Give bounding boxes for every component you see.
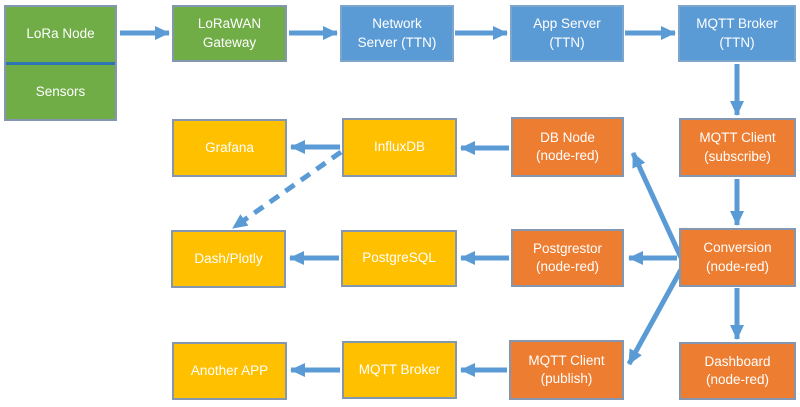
node-label: Sensors: [35, 83, 86, 99]
node-mqtt-broker: MQTT Broker: [342, 341, 457, 399]
node-db-node: DB Node (node-red): [511, 117, 624, 177]
edge-conversion-to-db-node: [630, 151, 686, 264]
node-label: MQTT Client (subscribe): [699, 130, 776, 164]
node-label: PostgreSQL: [362, 250, 436, 266]
node-grafana: Grafana: [172, 119, 287, 177]
node-mqtt-broker-ttn: MQTT Broker (TTN): [678, 5, 796, 62]
node-label: MQTT Broker (TTN): [696, 16, 778, 50]
node-label: Another APP: [190, 362, 269, 378]
node-conversion: Conversion (node-red): [679, 228, 796, 287]
node-dash-plotly: Dash/Plotly: [171, 230, 286, 288]
node-label: MQTT Broker: [358, 361, 441, 377]
node-label: DB Node (node-red): [535, 129, 600, 163]
node-postgresql: PostgreSQL: [341, 230, 457, 287]
node-postgrestor: Postgrestor (node-red): [511, 229, 624, 287]
node-lorawan-gateway: LoRaWAN Gateway: [172, 5, 287, 62]
node-sensors: Sensors: [6, 65, 115, 120]
node-label: Network Server (TTN): [357, 16, 437, 50]
node-label: LoRaWAN Gateway: [197, 16, 262, 50]
node-label: Dashboard (node-red): [704, 353, 771, 387]
node-lora-node: LoRa Node: [6, 7, 115, 62]
node-label: MQTT Client (publish): [528, 352, 605, 386]
node-label: Dash/Plotly: [194, 250, 263, 266]
node-influxdb: InfluxDB: [342, 118, 457, 177]
node-label: InfluxDB: [373, 139, 426, 155]
node-app-server-ttn: App Server (TTN): [510, 5, 624, 62]
node-label: Grafana: [205, 139, 254, 155]
node-network-server-ttn: Network Server (TTN): [340, 5, 454, 62]
edge-conversion-to-publish: [626, 264, 686, 366]
node-label: Postgrestor (node-red): [532, 240, 603, 274]
node-mqtt-client-subscribe: MQTT Client (subscribe): [679, 118, 796, 177]
node-label: App Server (TTN): [533, 16, 601, 50]
edge-influxdb-to-dash-plotly-dashed: [231, 149, 343, 231]
node-dashboard: Dashboard (node-red): [679, 342, 796, 400]
node-mqtt-client-publish: MQTT Client (publish): [509, 340, 624, 400]
lora-sensors-divider: [6, 61, 115, 65]
node-label: LoRa Node: [26, 26, 95, 42]
node-label: Conversion (node-red): [703, 240, 772, 274]
node-another-app: Another APP: [172, 342, 287, 400]
node-lora-node-sensors: LoRa Node Sensors: [4, 5, 117, 121]
